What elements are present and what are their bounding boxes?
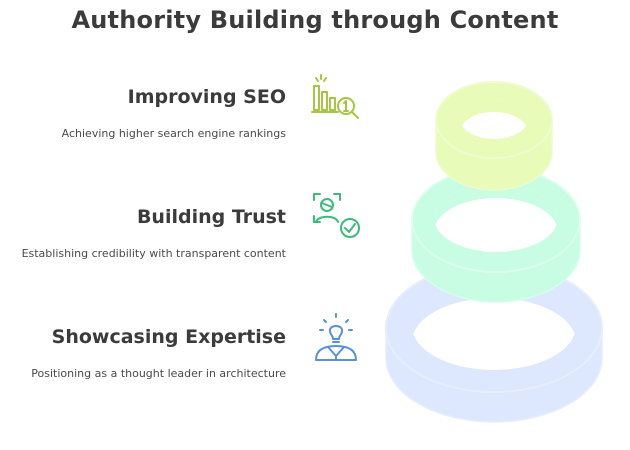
item-title-seo: Improving SEO <box>127 86 286 108</box>
ring-seo <box>435 81 553 191</box>
user-check-icon <box>313 193 360 238</box>
lightbulb-person-icon <box>315 313 357 361</box>
item-desc-seo: Achieving higher search engine rankings <box>61 127 286 140</box>
diagram-title: Authority Building through Content <box>71 6 559 34</box>
stacked-rings-graphic <box>385 81 603 423</box>
item-desc-expertise: Positioning as a thought leader in archi… <box>31 367 286 380</box>
seo-chart-magnifier-icon <box>311 74 359 119</box>
item-desc-trust: Establishing credibility with transparen… <box>21 247 286 260</box>
item-title-expertise: Showcasing Expertise <box>51 326 286 348</box>
item-title-trust: Building Trust <box>136 206 286 228</box>
ring-trust <box>411 167 581 303</box>
ring-expertise <box>385 263 603 423</box>
